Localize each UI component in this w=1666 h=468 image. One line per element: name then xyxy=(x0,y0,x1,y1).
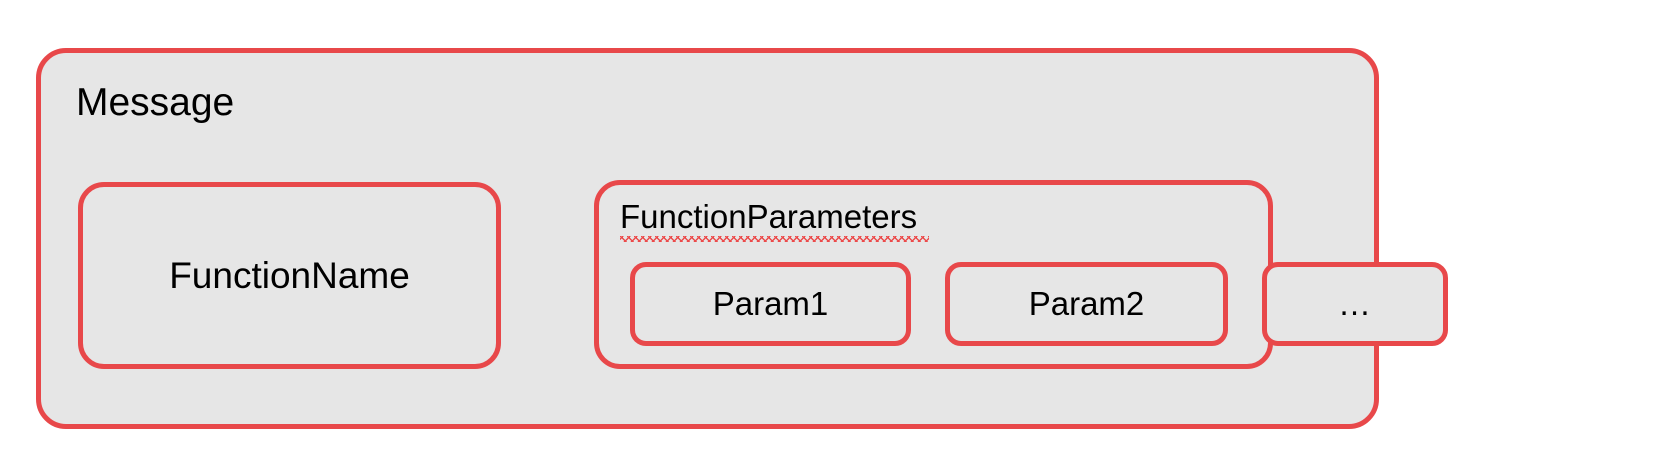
spellcheck-squiggle-underline xyxy=(620,234,929,242)
function-parameters-label: FunctionParameters xyxy=(620,198,918,235)
message-label: Message xyxy=(76,81,235,124)
param-box-ellipsis: … xyxy=(1262,262,1448,346)
function-parameters-label-group: FunctionParameters xyxy=(620,198,929,242)
param-label: … xyxy=(1338,285,1372,322)
param-box: Param2 xyxy=(945,262,1228,346)
function-name-box: FunctionName xyxy=(78,182,501,369)
function-name-label: FunctionName xyxy=(169,254,410,296)
param-label: Param2 xyxy=(1028,285,1145,322)
param-box: Param1 xyxy=(630,262,911,346)
param-label: Param1 xyxy=(712,285,829,322)
